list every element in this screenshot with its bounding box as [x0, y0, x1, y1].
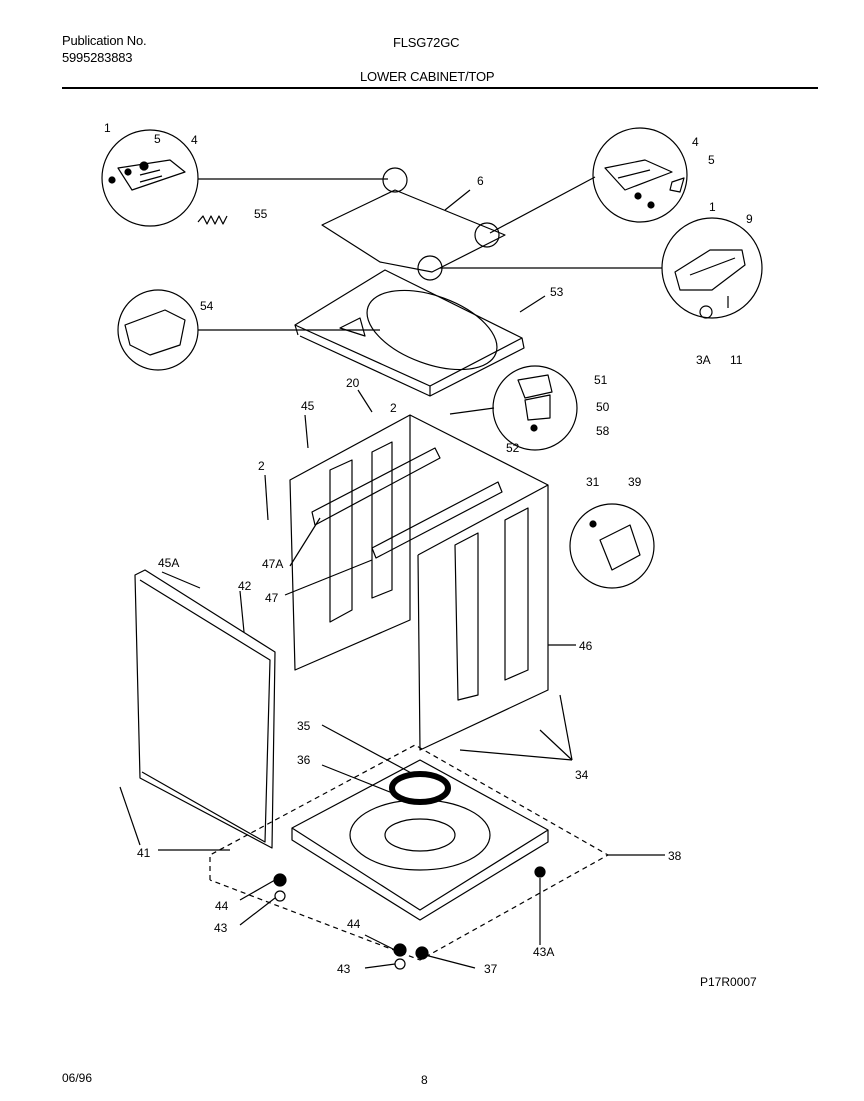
- detail-switch: [492, 365, 578, 451]
- callout-43-bottom: 43: [337, 962, 351, 976]
- base-part: [291, 759, 549, 921]
- lower-brace-part: [371, 481, 503, 559]
- base-outline: [209, 744, 609, 961]
- callout-5-left: 5: [154, 132, 161, 146]
- detail-bleach-cup: [117, 289, 199, 371]
- publication-date: 06/96: [62, 1071, 93, 1085]
- top-brace-part: [311, 447, 441, 526]
- callout-1-right: 1: [709, 200, 716, 214]
- callout-52: 52: [506, 441, 520, 455]
- callout-53: 53: [550, 285, 564, 299]
- front-panel-part: [134, 569, 276, 849]
- callout-51: 51: [594, 373, 608, 387]
- callout-37: 37: [484, 962, 498, 976]
- detail-latch: [661, 217, 763, 319]
- lid-part: [321, 167, 506, 281]
- callout-3A: 3A: [696, 353, 711, 367]
- rear-panel-part: [289, 414, 411, 671]
- callout-1-left: 1: [104, 121, 111, 135]
- detail-hinge-right: [592, 127, 688, 223]
- callout-35: 35: [297, 719, 311, 733]
- spring-part: [197, 215, 228, 225]
- callout-43A: 43A: [533, 945, 554, 959]
- callout-47: 47: [265, 591, 279, 605]
- callout-2-top: 2: [390, 401, 397, 415]
- callout-43-left: 43: [214, 921, 228, 935]
- callout-4-right: 4: [692, 135, 699, 149]
- callout-44-left: 44: [215, 899, 229, 913]
- callout-2-left: 2: [258, 459, 265, 473]
- callout-44-bottom: 44: [347, 917, 361, 931]
- publication-label: Publication No.: [62, 33, 147, 48]
- callout-38: 38: [668, 849, 682, 863]
- publication-number: 5995283883: [62, 50, 133, 65]
- callout-4-left: 4: [191, 133, 198, 147]
- callout-46: 46: [579, 639, 593, 653]
- callout-45: 45: [301, 399, 315, 413]
- callout-11: 11: [730, 353, 743, 367]
- callout-45A: 45A: [158, 556, 179, 570]
- callout-39: 39: [628, 475, 642, 489]
- callout-20: 20: [346, 376, 360, 390]
- callout-5-right: 5: [708, 153, 715, 167]
- callout-41: 41: [137, 846, 151, 860]
- drawing-code: P17R0007: [700, 975, 757, 989]
- callout-34: 34: [575, 768, 589, 782]
- callout-9: 9: [746, 212, 753, 226]
- detail-bracket: [569, 503, 655, 589]
- callout-42: 42: [238, 579, 252, 593]
- section-title: LOWER CABINET/TOP: [360, 69, 495, 84]
- callout-31: 31: [586, 475, 600, 489]
- callout-50: 50: [596, 400, 610, 414]
- callout-47A: 47A: [262, 557, 283, 571]
- callout-6: 6: [477, 174, 484, 188]
- callout-58: 58: [596, 424, 610, 438]
- top-panel-part: [294, 269, 525, 397]
- detail-hinge-left: [101, 129, 199, 227]
- model-number: FLSG72GC: [393, 35, 460, 50]
- callout-36: 36: [297, 753, 311, 767]
- page-number: 8: [421, 1073, 428, 1087]
- header-rule: [62, 87, 818, 89]
- callout-54: 54: [200, 299, 214, 313]
- cabinet-frame-part: [409, 414, 549, 751]
- callout-55: 55: [254, 207, 268, 221]
